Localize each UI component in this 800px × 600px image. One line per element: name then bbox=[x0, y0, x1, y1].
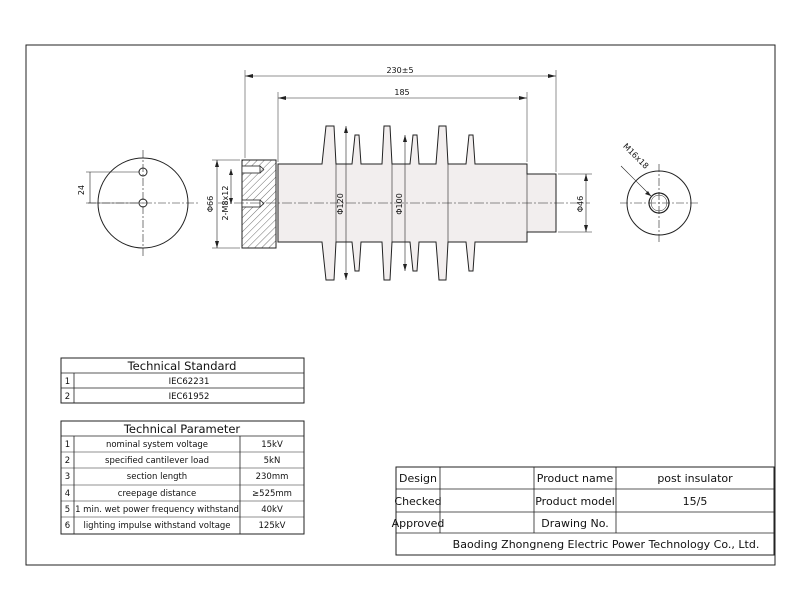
product-name-value: post insulator bbox=[657, 472, 733, 485]
param-row-5-no: 5 bbox=[65, 505, 70, 515]
standard-row-1-no: 1 bbox=[65, 377, 70, 387]
param-row-3-value: 230mm bbox=[256, 472, 289, 482]
param-row-5-name: 1 min. wet power frequency withstand bbox=[75, 505, 239, 515]
param-row-6-name: lighting impulse withstand voltage bbox=[83, 521, 230, 531]
design-label: Design bbox=[399, 472, 437, 485]
side-view: 230±5 185 Φ66 2-M8x12 Φ120 Φ100 Φ46 bbox=[206, 66, 592, 281]
right-end-view: M16x18 bbox=[620, 142, 698, 242]
checked-label: Checked bbox=[394, 495, 441, 508]
thread-hole-top bbox=[241, 165, 261, 174]
param-row-4-no: 4 bbox=[65, 489, 70, 499]
dim-shed-small: Φ100 bbox=[395, 193, 404, 215]
dim-base-thread: 2-M8x12 bbox=[221, 186, 230, 221]
param-row-6-no: 6 bbox=[65, 521, 70, 531]
param-row-2-name: specified cantilever load bbox=[105, 456, 209, 466]
param-row-4-value: ≥525mm bbox=[252, 489, 292, 499]
thread-hole-bottom bbox=[241, 199, 261, 208]
param-row-5-value: 40kV bbox=[261, 505, 283, 515]
leader-end-thread bbox=[620, 165, 652, 197]
param-row-3-name: section length bbox=[127, 472, 187, 482]
drawing-no-label: Drawing No. bbox=[541, 517, 609, 530]
left-end-view: 24 bbox=[77, 150, 198, 256]
param-row-1-name: nominal system voltage bbox=[106, 440, 208, 450]
sheet-border bbox=[25, 44, 776, 566]
title-block: Design Checked Approved Product name Pro… bbox=[392, 466, 775, 556]
technical-parameter-table: Technical Parameter 1 nominal system vol… bbox=[60, 420, 305, 535]
technical-standard-table: Technical Standard 1 IEC62231 2 IEC61952 bbox=[60, 357, 305, 404]
param-row-6-value: 125kV bbox=[259, 521, 286, 531]
approved-label: Approved bbox=[392, 517, 445, 530]
param-row-2-value: 5kN bbox=[264, 456, 281, 466]
dim-insulator-length: 185 bbox=[394, 88, 409, 97]
standard-row-2-no: 2 bbox=[65, 392, 70, 402]
dim-base-diameter: Φ66 bbox=[206, 196, 215, 212]
standard-row-1-text: IEC62231 bbox=[169, 377, 210, 387]
product-model-value: 15/5 bbox=[683, 495, 708, 508]
dim-end-diameter: Φ46 bbox=[576, 196, 585, 212]
technical-standard-title: Technical Standard bbox=[127, 359, 237, 373]
param-row-4-name: creepage distance bbox=[118, 489, 196, 499]
dim-end-thread: M16x18 bbox=[621, 142, 650, 171]
standard-row-2-text: IEC61952 bbox=[169, 392, 210, 402]
dim-shed-large: Φ120 bbox=[336, 193, 345, 215]
param-row-3-no: 3 bbox=[65, 472, 70, 482]
dim-overall-length: 230±5 bbox=[386, 66, 413, 75]
company-name: Baoding Zhongneng Electric Power Technol… bbox=[453, 538, 760, 551]
param-row-1-value: 15kV bbox=[261, 440, 283, 450]
dim-hole-spacing: 24 bbox=[77, 185, 86, 195]
product-model-label: Product model bbox=[535, 495, 615, 508]
technical-parameter-title: Technical Parameter bbox=[123, 422, 241, 436]
param-row-2-no: 2 bbox=[65, 456, 70, 466]
param-row-1-no: 1 bbox=[65, 440, 70, 450]
product-name-label: Product name bbox=[537, 472, 614, 485]
